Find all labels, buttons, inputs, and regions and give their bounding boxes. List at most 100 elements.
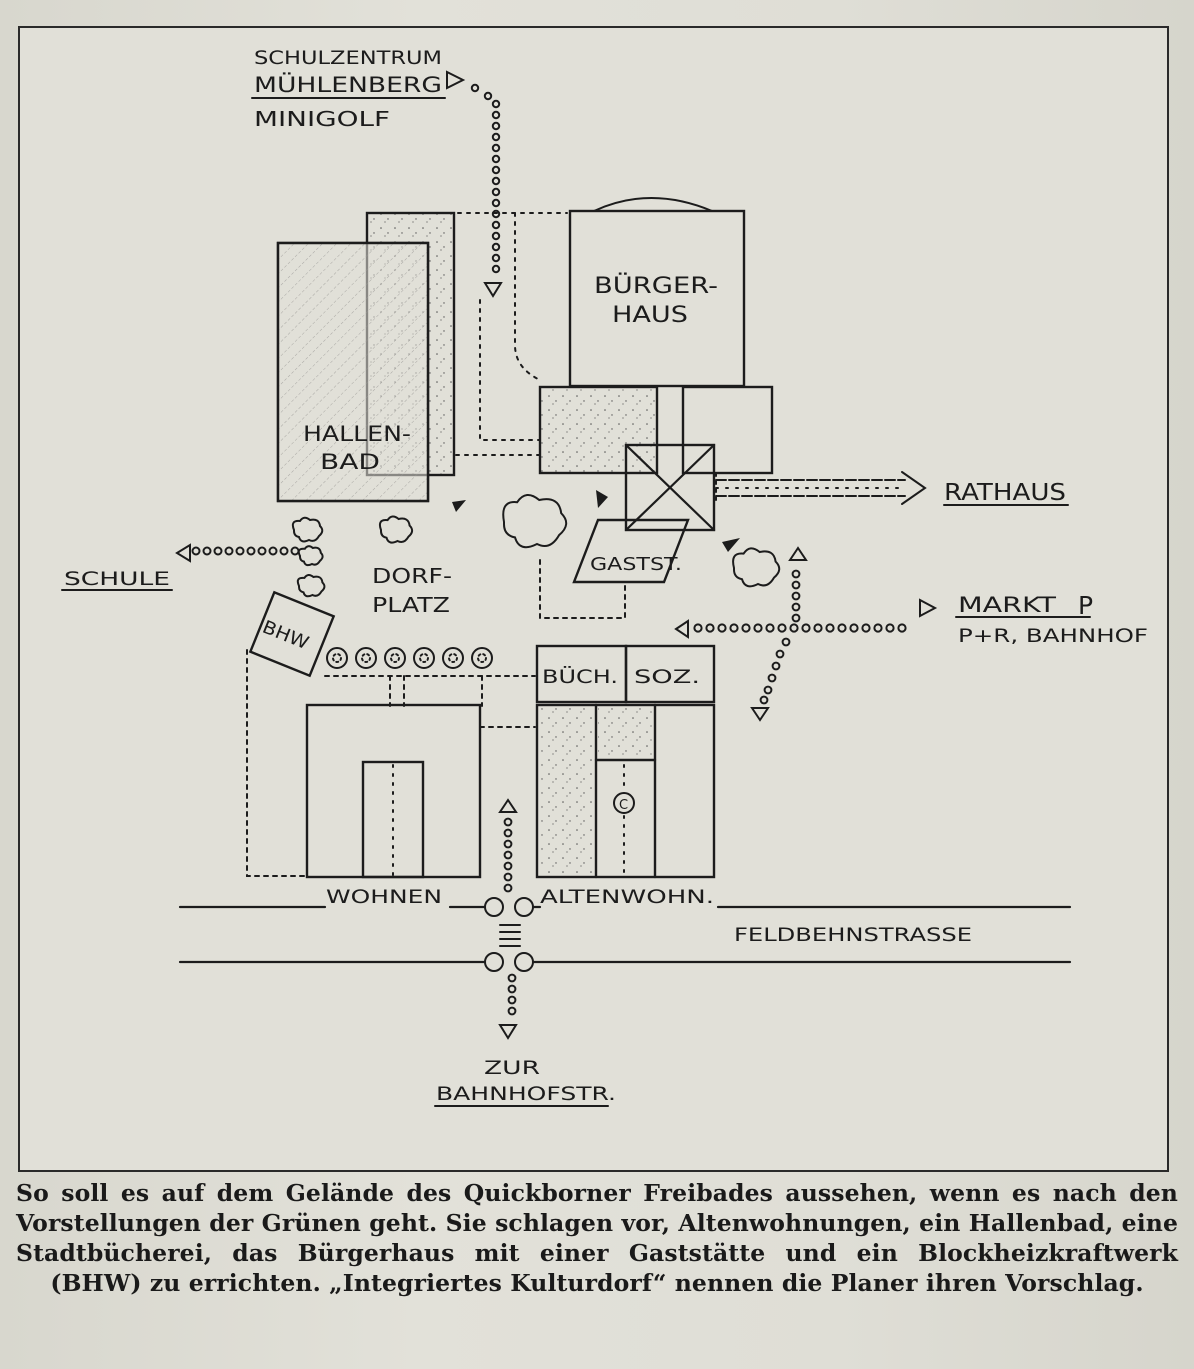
path-dot [897,623,907,633]
building-block-left [538,385,659,475]
tree-center [390,653,400,663]
path-dot [775,649,785,659]
path-dot [279,546,289,556]
path-dot [491,242,501,252]
tree [291,516,324,543]
path-dot [503,839,513,849]
tree [413,647,435,669]
path-dot [491,187,501,197]
path-dot [753,623,763,633]
building-gaststaette [572,518,690,584]
building-soz [624,644,716,704]
photo-caption: So soll es auf dem Gelände des Quickborn… [16,1179,1178,1297]
path-dot [801,623,811,633]
path-dot [491,231,501,241]
path-dot [507,984,517,994]
label-muehlenberg: MÜHLENBERG [254,72,442,97]
path-dot [791,602,801,612]
path-dot [491,176,501,186]
path-dot [765,623,775,633]
path-dot [268,546,278,556]
path-dot [491,154,501,164]
label-buecherei: BÜCH. [542,665,618,688]
tree [502,494,568,549]
tree-center [477,653,487,663]
path-dot [503,828,513,838]
label-hallenbad-2: BAD [320,450,380,474]
path-dot [503,861,513,871]
path-dot [491,253,501,263]
path-dot [202,546,212,556]
path-dot [763,685,773,695]
label-bhw: BHW [259,617,312,655]
path-dot [791,569,801,579]
label-hallenbad-1: HALLEN- [303,422,411,446]
path-dot [491,110,501,120]
path-dot [693,623,703,633]
label-c-marker: C [619,798,628,813]
path-dot [791,580,801,590]
path-dot [729,623,739,633]
path-dot [813,623,823,633]
path-dot [837,623,847,633]
path-dot [491,165,501,175]
site-plan-sketch: SCHULZENTRUM MÜHLENBERG MINIGOLF BÜRGER-… [61,47,1148,1107]
path-dot [789,623,799,633]
label-schulzentrum: SCHULZENTRUM [254,47,442,69]
tree-center [448,653,458,663]
street-feldbehnstrasse [178,905,1072,964]
label-markt-p: P [1078,591,1093,620]
path-dot [503,883,513,893]
tree-center [361,653,371,663]
label-rathaus: RATHAUS [944,480,1066,506]
path-dot [257,546,267,556]
label-schule: SCHULE [64,568,170,590]
path-dot [771,661,781,671]
tree [732,547,781,588]
path-dot [503,872,513,882]
label-minigolf: MINIGOLF [254,107,390,131]
path-dot [507,995,517,1005]
path-dot [491,220,501,230]
tree [297,545,324,567]
path-markt [674,546,938,722]
path-dot [849,623,859,633]
path-dot [777,623,787,633]
path-dot [290,546,300,556]
path-dot [781,637,791,647]
building-altenwohnungen [535,703,716,879]
tree-center [419,653,429,663]
site-plan-frame [18,26,1169,1172]
path-dot [213,546,223,556]
tree [384,647,406,669]
label-soz: SOZ. [634,666,700,688]
path-dot [741,623,751,633]
label-dorfplatz-2: PLATZ [372,593,450,617]
path-bahnhofstr [484,798,534,1040]
path-dot [705,623,715,633]
tree [378,515,414,544]
tree-group [291,494,781,598]
path-dot [491,132,501,142]
building-central-cross [624,443,716,532]
path-dot [246,546,256,556]
label-markt: MARKT [958,593,1056,617]
path-dot [791,591,801,601]
path-dot [224,546,234,556]
path-dot [491,99,501,109]
path-dot [470,83,480,93]
building-wohnen [305,703,482,879]
label-buergerhaus-1: BÜRGER- [594,273,718,299]
path-rathaus [715,471,927,505]
path-schulzentrum [446,70,503,298]
path-dot [759,695,769,705]
path-dot [191,546,201,556]
path-dot [861,623,871,633]
path-dot [507,1006,517,1016]
path-dot [885,623,895,633]
tree [296,573,326,598]
path-dot [503,850,513,860]
path-dot [873,623,883,633]
path-dot [483,91,493,101]
